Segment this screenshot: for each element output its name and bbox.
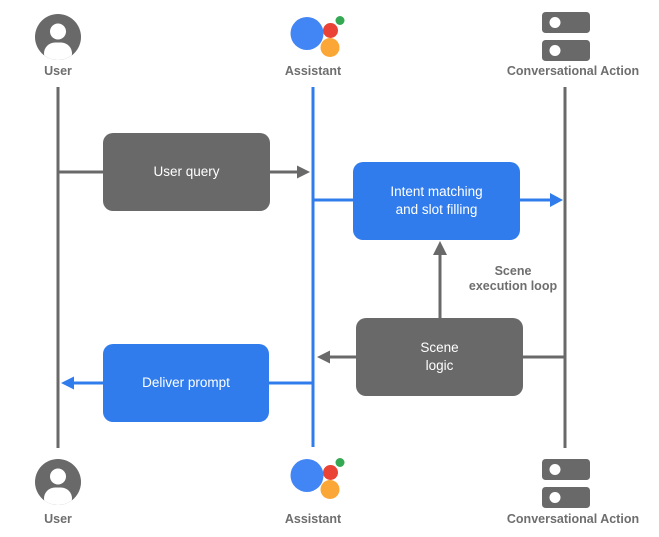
deliver-prompt-label: Deliver prompt	[142, 375, 230, 390]
server-icon	[542, 459, 590, 508]
scene-execution-loop-label: Scene execution loop	[443, 264, 583, 294]
scene-execution-loop-line1: Scene	[494, 264, 532, 278]
arrowhead-scene-loop-up-icon	[433, 241, 447, 255]
scene-logic-label-line1: Scene	[420, 340, 459, 355]
lane-label-assistant-top: Assistant	[284, 64, 342, 78]
scene-execution-loop-line2: execution loop	[468, 279, 558, 293]
lane-label-conversational-action-bottom: Conversational Action	[506, 512, 640, 526]
lane-label-user-top: User	[44, 64, 72, 78]
user-icon	[35, 14, 81, 60]
lane-label-conversational-action-top: Conversational Action	[506, 64, 640, 78]
intent-matching-box: Intent matching and slot filling	[353, 162, 520, 240]
user-query-box: User query	[103, 133, 270, 211]
arrowhead-scene-logic-to-assistant-icon	[317, 350, 330, 364]
lane-label-user-bottom: User	[44, 512, 72, 526]
scene-logic-label-line2: logic	[425, 358, 454, 373]
assistant-icon	[290, 16, 345, 57]
server-icon	[542, 12, 590, 61]
user-query-label: User query	[153, 164, 220, 179]
intent-matching-label-line1: Intent matching	[390, 184, 483, 199]
arrowhead-deliver-prompt-to-user-icon	[61, 376, 74, 390]
user-icon	[35, 459, 81, 505]
lane-label-assistant-bottom: Assistant	[284, 512, 342, 526]
arrowhead-user-query-to-assistant-icon	[297, 165, 310, 179]
deliver-prompt-box: Deliver prompt	[103, 344, 269, 422]
assistant-icon	[290, 458, 345, 499]
intent-matching-label-line2: and slot filling	[395, 202, 478, 217]
scene-logic-box: Scene logic	[356, 318, 523, 396]
arrowhead-intent-matching-to-action-icon	[550, 193, 563, 207]
